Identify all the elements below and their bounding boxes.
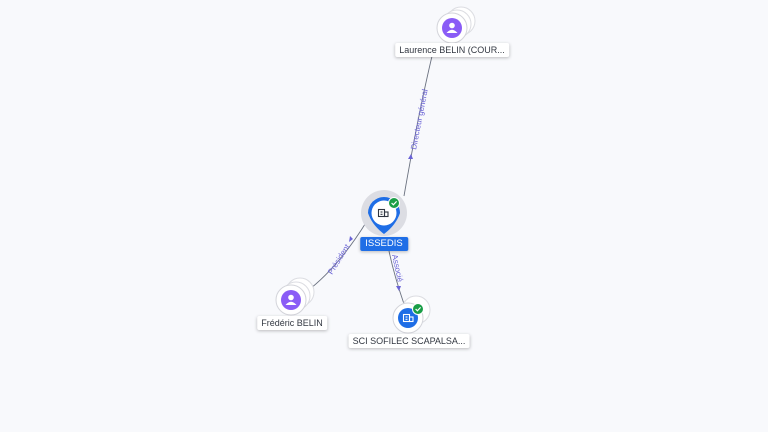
edge-label-associe: Associé	[390, 254, 405, 284]
node-label-sci[interactable]: SCI SOFILEC SCAPALSA...	[348, 334, 470, 348]
node-frederic-belin[interactable]	[275, 277, 315, 316]
edge-label-president: Président	[326, 242, 352, 276]
node-label-laurence[interactable]: Laurence BELIN (COUR...	[395, 43, 509, 57]
person-icon	[285, 294, 297, 305]
verified-check-icon	[412, 303, 424, 315]
node-label-frederic[interactable]: Frédéric BELIN	[257, 316, 327, 330]
edge-arrow-icon	[396, 286, 401, 291]
node-issedis[interactable]	[361, 190, 407, 236]
building-icon	[402, 313, 414, 323]
edge-issedis-sci[interactable]: Associé	[388, 250, 405, 305]
node-laurence-belin[interactable]	[436, 6, 476, 44]
edge-arrow-icon	[349, 236, 353, 242]
node-sci-sofilec[interactable]	[392, 295, 431, 334]
node-label-issedis[interactable]: ISSEDIS	[360, 237, 408, 251]
edge-label-directeur-general: Directeur général	[409, 88, 430, 150]
edge-frederic-issedis[interactable]: Président	[305, 220, 368, 293]
person-icon	[446, 22, 458, 33]
edge-laurence-issedis[interactable]: Directeur général	[403, 51, 434, 197]
edge-arrow-icon	[408, 154, 413, 159]
verified-check-icon	[388, 197, 400, 209]
building-icon	[377, 208, 389, 218]
